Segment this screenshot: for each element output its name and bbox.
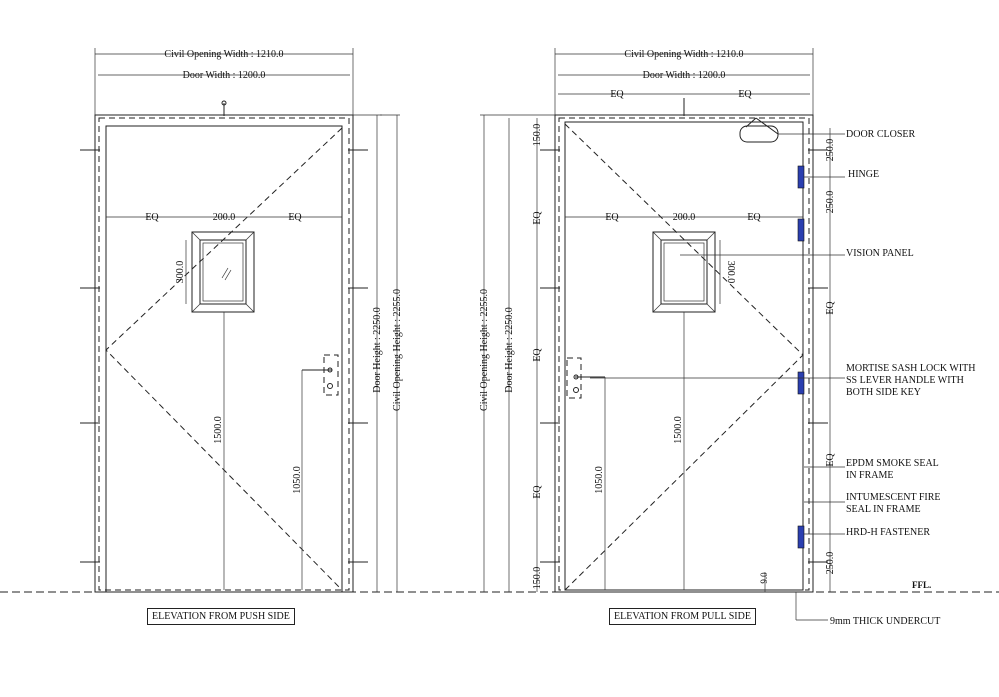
push-frame-fixings-left [80,149,100,563]
push-handle-height-dim: 1050.0 [292,466,303,494]
pull-leader-lines [590,133,845,621]
pull-eq-top-right: EQ [738,89,752,100]
label-epdm-line-2: IN FRAME [846,470,894,481]
pull-frame-fixings-left [540,149,560,563]
hinge-4 [797,525,805,549]
pull-swing-lines [564,123,804,591]
pull-door-height-dim: Door Height : 2250.0 [504,307,515,393]
push-civil-height-dim: Civil Opening Height : 2255.0 [392,289,403,411]
label-lock-line-1: MORTISE SASH LOCK WITH [846,363,976,374]
pull-eq-right-2: EQ [825,453,836,467]
push-side-caption: ELEVATION FROM PUSH SIDE [147,608,295,625]
pull-eq-left: EQ [605,212,619,223]
push-door-height-dim: Door Height : 2250.0 [372,307,383,393]
pull-panel-bottom-dim: 1500.0 [673,416,684,444]
pull-eq-side-3: EQ [532,485,543,499]
pull-hinge-spacing-dim: 250.0 [825,191,836,214]
push-side-elevation: Civil Opening Width : 1210.0 Door Width … [80,48,403,593]
label-fastener: HRD-H FASTENER [846,527,930,538]
push-frame-fixings-right [348,149,368,563]
pull-frame-fixings-right [808,149,828,563]
pull-undercut-dim: 9.0 [759,572,769,584]
hinge-2 [797,218,805,242]
push-eq-right: EQ [288,212,302,223]
push-panel-bottom-dim: 1500.0 [213,416,224,444]
pull-eq-top-left: EQ [610,89,624,100]
pull-lock-handle [566,357,605,399]
push-panel-height: 300.0 [175,261,186,284]
push-swing-lines [105,127,343,591]
pull-civil-height-dim: Civil Opening Height : 2255.0 [479,289,490,411]
pull-eq-right-1: EQ [825,301,836,315]
push-frame-dashed [98,117,350,591]
pull-hinge-bottom-dim: 250.0 [825,552,836,575]
pull-vision-panel [652,231,716,313]
label-lock-line-2: SS LEVER HANDLE WITH [846,375,964,386]
pull-bottom-offset-dim: 150.0 [532,567,543,590]
pull-civil-width-label: Civil Opening Width : 1210.0 [624,49,743,60]
label-ffl: FFL. [912,580,931,590]
pull-side-elevation: Civil Opening Width : 1210.0 Door Width … [479,48,845,621]
label-epdm-line-1: EPDM SMOKE SEAL [846,458,939,469]
label-lock-line-3: BOTH SIDE KEY [846,387,921,398]
push-lock-handle [302,354,339,396]
pull-handle-height-dim: 1050.0 [594,466,605,494]
pull-top-offset-dim: 150.0 [532,124,543,147]
pull-panel-width: 200.0 [673,212,696,223]
pull-side-caption: ELEVATION FROM PULL SIDE [609,608,756,625]
label-vision-panel: VISION PANEL [846,248,914,259]
label-fire-line-2: SEAL IN FRAME [846,504,921,515]
push-panel-width: 200.0 [213,212,236,223]
push-civil-width-label: Civil Opening Width : 1210.0 [164,49,283,60]
pull-door-width-label: Door Width : 1200.0 [643,70,726,81]
label-undercut: 9mm THICK UNDERCUT [830,616,940,627]
label-fire-line-1: INTUMESCENT FIRE [846,492,941,503]
hinge-1 [797,165,805,189]
pull-eq-side-1: EQ [532,211,543,225]
label-hinge: HINGE [848,169,879,180]
pull-eq-side-2: EQ [532,348,543,362]
push-vision-panel [191,231,255,313]
pull-frame-dashed [558,117,810,591]
push-door-width-label: Door Width : 1200.0 [183,70,266,81]
push-eq-left: EQ [145,212,159,223]
label-door-closer: DOOR CLOSER [846,129,916,140]
pull-hinge-top-dim: 250.0 [825,139,836,162]
hinge-3 [797,371,805,395]
pull-panel-height: 300.0 [725,261,736,284]
pull-eq-right: EQ [747,212,761,223]
annotation-labels: DOOR CLOSER HINGE VISION PANEL MORTISE S… [830,129,976,627]
